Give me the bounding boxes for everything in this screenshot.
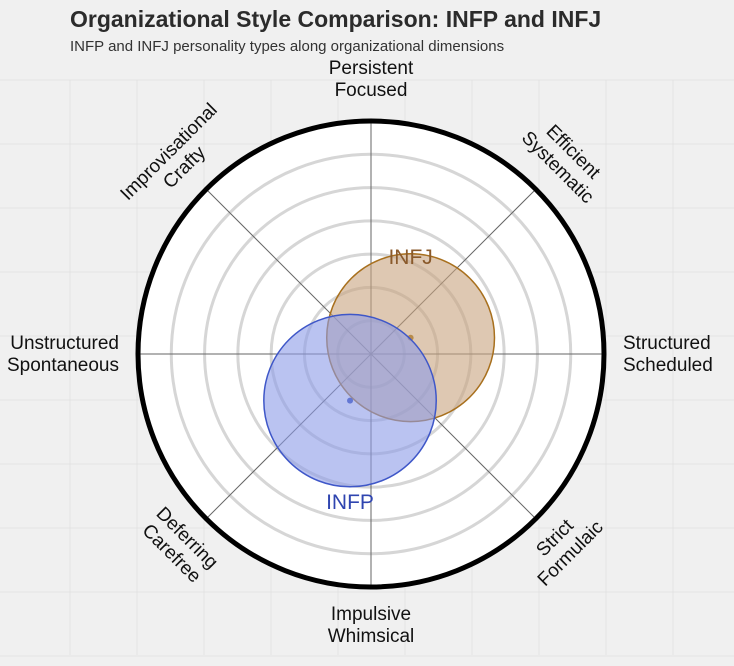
series-label-infp: INFP	[326, 491, 374, 514]
axis-label-line: Scheduled	[623, 355, 713, 376]
axis-label-line: Structured	[623, 333, 711, 354]
axis-label-line: Unstructured	[10, 333, 119, 354]
axis-label-line: Whimsical	[328, 626, 415, 647]
axis-label-line: Spontaneous	[7, 355, 119, 376]
outer-ring	[135, 118, 607, 590]
chart-title: Organizational Style Comparison: INFP an…	[70, 6, 602, 32]
axis-label-line: Impulsive	[331, 604, 411, 625]
axis-label-line: Focused	[335, 80, 408, 101]
series-label-infj: INFJ	[388, 246, 432, 269]
chart-subtitle: INFP and INFJ personality types along or…	[70, 38, 505, 55]
axis-label-line: Persistent	[329, 58, 414, 79]
series-center-infp	[347, 397, 354, 404]
